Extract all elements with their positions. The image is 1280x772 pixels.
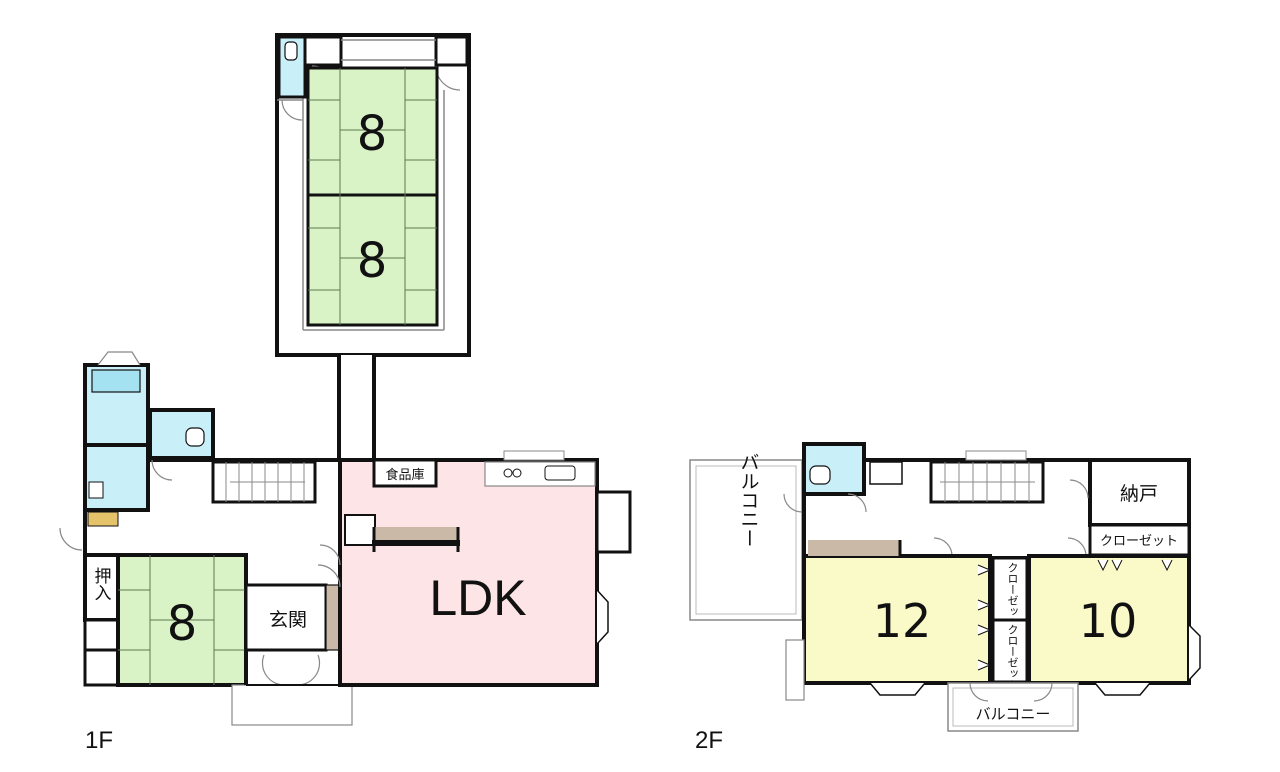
- closet-main: [1088, 523, 1191, 557]
- oshiire-label: 押入: [92, 567, 112, 601]
- washitsu-a-label: 8: [357, 106, 388, 162]
- floor-1f: 8 8 押入: [59, 33, 632, 754]
- closet-main-label: クローゼット: [1100, 533, 1178, 548]
- room-10-label: 10: [1079, 594, 1138, 648]
- nando: [1088, 458, 1191, 527]
- balcony-south-label: バルコニー: [976, 706, 1051, 723]
- genkan: [244, 583, 328, 652]
- ldk: [338, 458, 599, 687]
- corridor: [339, 355, 374, 460]
- room-10: [1027, 554, 1191, 685]
- floor-2f: バルコニー 納戸 クローゼット 12: [689, 442, 1201, 754]
- genkan-label: 玄関: [269, 609, 307, 631]
- nando-label: 納戸: [1120, 483, 1158, 505]
- pantry: [372, 458, 438, 488]
- balcony-west: [689, 459, 803, 621]
- washitsu-a: [306, 66, 439, 197]
- washitsu-b-label: 8: [357, 233, 388, 289]
- washitsu-b: [306, 193, 439, 327]
- balcony-south: [947, 682, 1079, 732]
- balcony-west-label: バルコニー: [738, 453, 759, 548]
- floor-1f-label: 1F: [85, 727, 113, 754]
- washroom: [83, 443, 150, 512]
- floor-2f-label: 2F: [695, 727, 723, 754]
- washitsu-c-label: 8: [167, 596, 198, 652]
- room-12: [802, 554, 992, 685]
- closet-2-label: クローゼット: [1006, 624, 1019, 690]
- room-12-label: 12: [873, 594, 932, 648]
- ldk-label: LDK: [429, 570, 526, 626]
- closet-1-label: クローゼット: [1006, 562, 1019, 628]
- pantry-label: 食品庫: [385, 467, 424, 482]
